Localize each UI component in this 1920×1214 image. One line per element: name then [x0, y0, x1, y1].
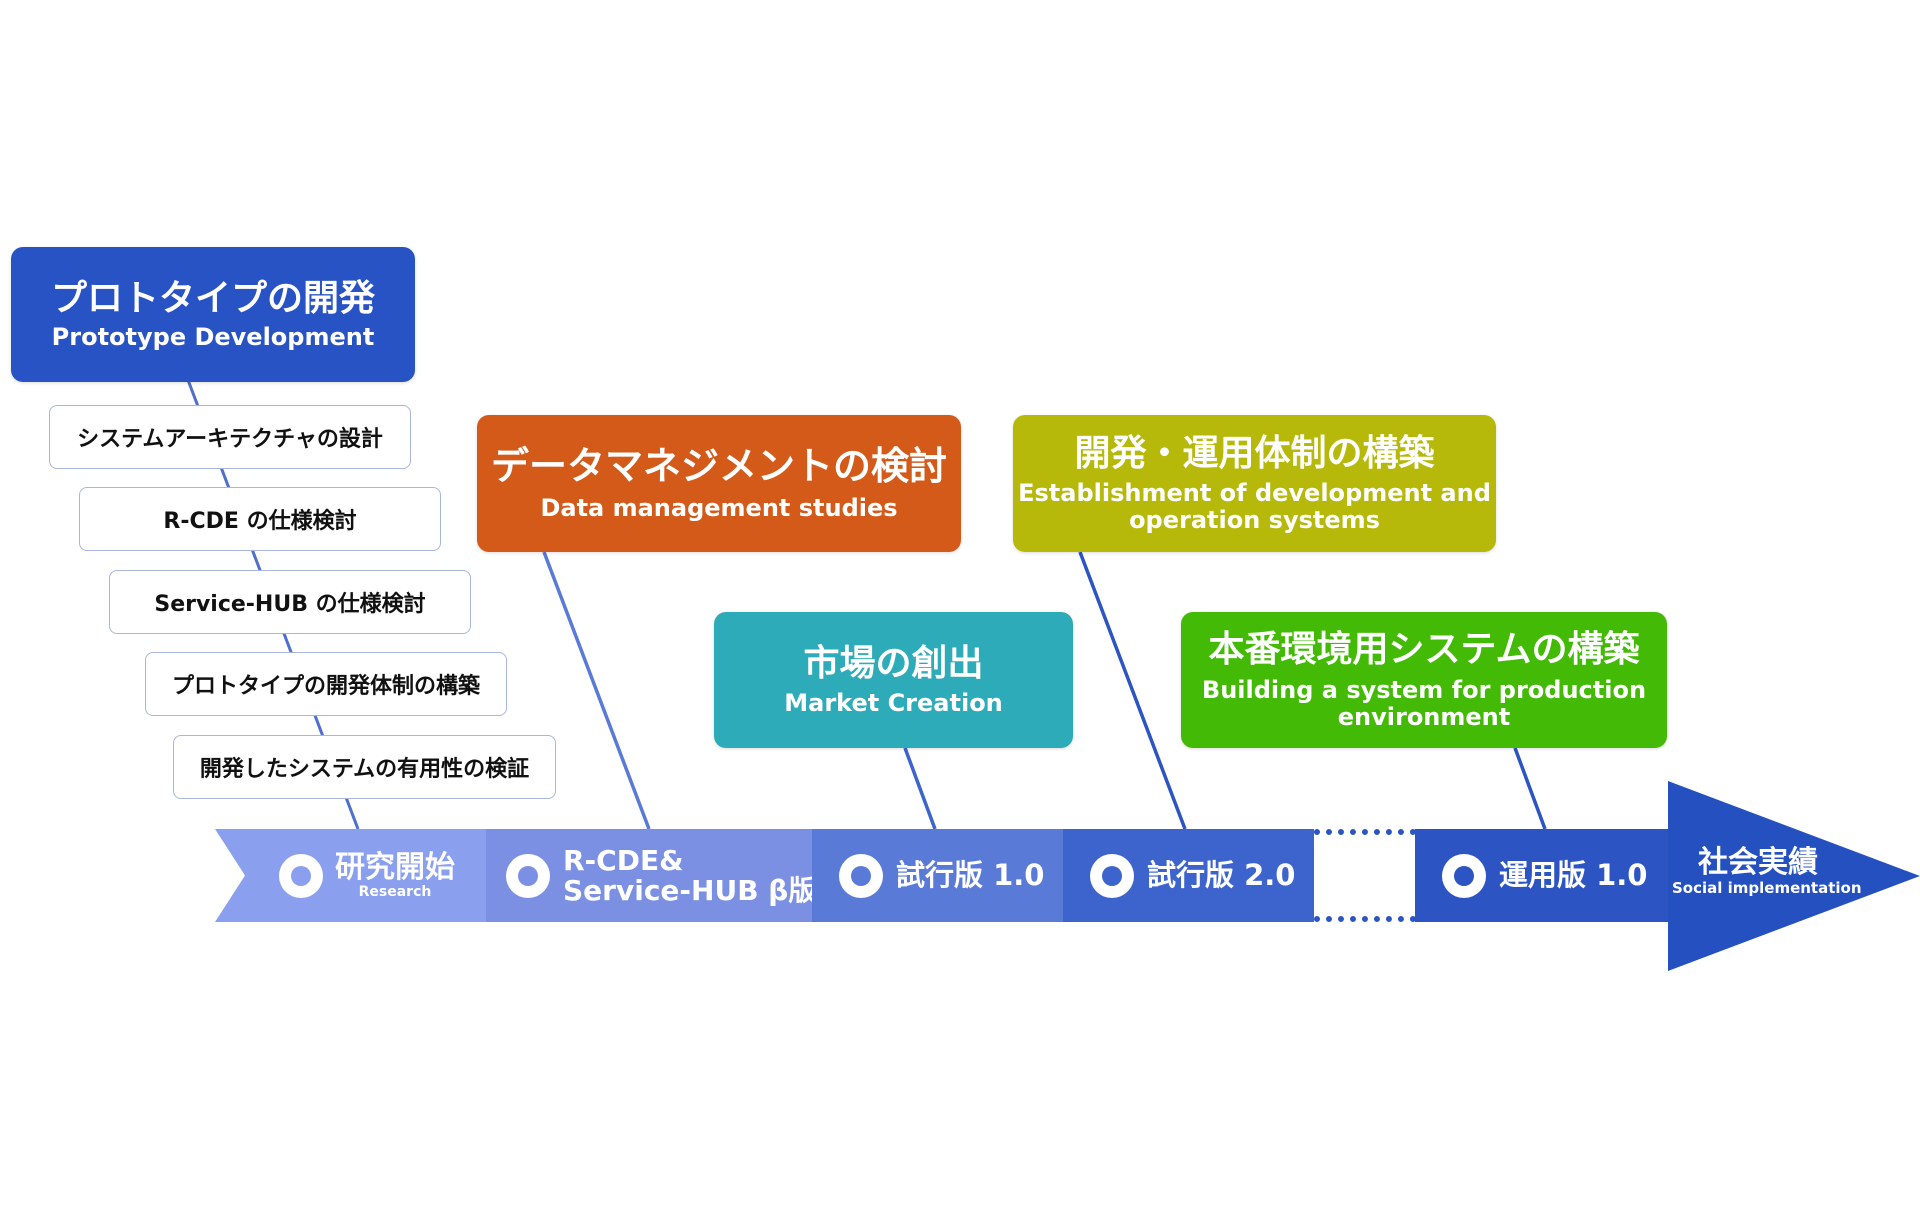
subtask-rcde-spec: R-CDE の仕様検討 [79, 487, 441, 551]
prototype-title-jp: プロトタイプの開発 [50, 278, 375, 320]
milestone-ring-icon: .r1::after{background:#8aa0ee;} [279, 853, 323, 898]
subtask-label: システムアーキテクチャの設計 [77, 427, 383, 452]
subtask-label: R-CDE の仕様検討 [163, 509, 357, 534]
timeline-trial-1: 試行版 1.0 [812, 829, 1064, 922]
social-label-jp: 社会実績 [1698, 845, 1818, 880]
subtask-label: プロトタイプの開発体制の構築 [171, 674, 480, 699]
prototype-title-en: Prototype Development [51, 322, 375, 351]
trial2-label: 試行版 2.0 [1147, 858, 1296, 893]
beta-label-line2: Service-HUB β版 [563, 873, 817, 907]
dev-ops-title-jp: 開発・運用体制の構築 [1074, 432, 1435, 474]
market-creation-title-en: Market Creation [784, 689, 1003, 718]
timeline-research: .r1::after{background:#8aa0ee;} 研究開始 Res… [215, 829, 487, 922]
subtask-label: Service-HUB の仕様検討 [154, 592, 426, 617]
research-label-en: Research [358, 884, 432, 900]
timeline-trial-2: 試行版 2.0 [1063, 829, 1315, 922]
connector-data-mgmt [542, 551, 651, 830]
subtask-usefulness-verification: 開発したシステムの有用性の検証 [173, 735, 556, 799]
data-management-card: データマネジメントの検討 Data management studies [477, 415, 961, 552]
milestone-ring-icon [506, 853, 550, 898]
timeline-ops-1: 運用版 1.0 [1415, 829, 1669, 922]
dev-ops-title-en-line1: Establishment of development and [1018, 479, 1491, 508]
milestone-ring-icon [1090, 853, 1134, 898]
data-management-title-en: Data management studies [540, 493, 898, 522]
subtask-service-hub-spec: Service-HUB の仕様検討 [109, 570, 471, 634]
prototype-development-card: プロトタイプの開発 Prototype Development [11, 247, 415, 382]
ops-label: 運用版 1.0 [1499, 858, 1648, 893]
production-title-en-line2: environment [1337, 702, 1511, 731]
production-title-jp: 本番環境用システムの構築 [1208, 629, 1640, 671]
subtask-label: 開発したシステムの有用性の検証 [199, 757, 530, 782]
production-system-card: 本番環境用システムの構築 Building a system for produ… [1181, 612, 1667, 748]
beta-label-line1: R-CDE& [563, 844, 684, 878]
subtask-architecture-design: システムアーキテクチャの設計 [49, 405, 411, 469]
research-label-jp: 研究開始 [335, 850, 455, 885]
market-creation-card: 市場の創出 Market Creation [714, 612, 1073, 748]
timeline-beta: R-CDE& Service-HUB β版 [486, 829, 817, 922]
connector-dev-ops [1078, 551, 1187, 830]
data-management-title-jp: データマネジメントの検討 [490, 444, 947, 489]
timeline-gap [1314, 829, 1416, 922]
trial1-label: 試行版 1.0 [896, 858, 1045, 893]
milestone-ring-icon [1442, 853, 1486, 898]
dev-ops-title-en-line2: operation systems [1129, 506, 1380, 535]
production-title-en-line1: Building a system for production [1201, 675, 1647, 704]
connector-production [1513, 747, 1547, 830]
connector-market [903, 747, 937, 830]
social-label-en: Social implementation [1672, 879, 1862, 897]
market-creation-title-jp: 市場の創出 [803, 642, 984, 684]
milestone-ring-icon [839, 853, 883, 898]
dev-ops-structure-card: 開発・運用体制の構築 Establishment of development … [1013, 415, 1496, 552]
subtask-prototype-dev-structure: プロトタイプの開発体制の構築 [145, 652, 507, 716]
social-implementation-label: 社会実績 Social implementation [1672, 845, 1862, 897]
